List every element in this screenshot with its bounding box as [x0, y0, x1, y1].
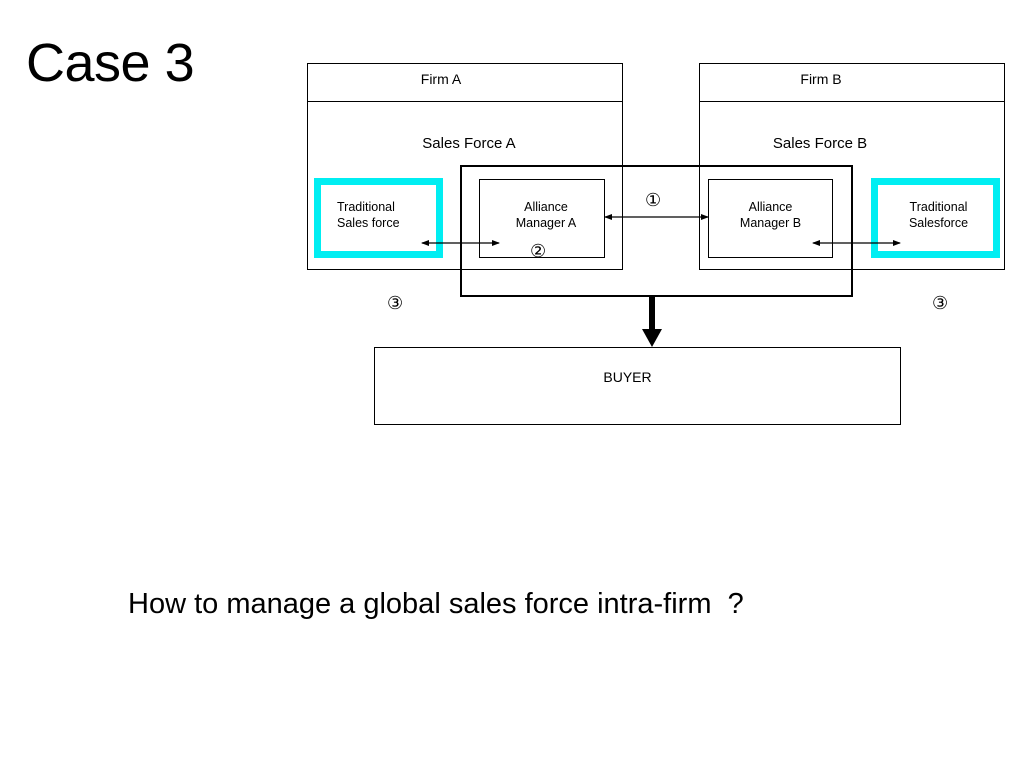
firm-b-name: Firm B: [800, 71, 842, 87]
traditional-salesforce-b: [871, 178, 1000, 258]
arrow-to-buyer: [642, 297, 662, 347]
marker-one: ①: [645, 190, 662, 211]
traditional-b-line2: Salesforce: [908, 216, 969, 230]
sales-force-a-label: Sales Force A: [422, 135, 516, 152]
alliance-manager-b-line2: Manager B: [739, 216, 802, 230]
buyer-box: [374, 347, 901, 425]
marker-three-left: ③: [387, 293, 404, 314]
traditional-a-line1: Traditional: [337, 200, 395, 214]
alliance-manager-a-label: Alliance Manager A: [479, 199, 613, 231]
traditional-b-line1: Traditional: [909, 200, 968, 214]
question-text: How to manage a global sales force intra…: [128, 588, 744, 620]
alliance-manager-b-line1: Alliance: [748, 200, 793, 214]
alliance-manager-a-line1: Alliance: [524, 200, 568, 214]
traditional-sales-force-a: [314, 178, 443, 258]
firm-a-header: [307, 63, 623, 102]
traditional-a-line2: Sales force: [337, 216, 400, 230]
marker-three-right: ③: [932, 293, 949, 314]
traditional-a-label: Traditional Sales force: [337, 199, 400, 231]
firm-b-header: [699, 63, 1005, 102]
marker-two: ②: [530, 241, 547, 262]
alliance-manager-a-line2: Manager A: [515, 216, 577, 230]
traditional-b-label: Traditional Salesforce: [871, 199, 1006, 231]
buyer-label: BUYER: [603, 369, 652, 385]
firm-a-name: Firm A: [420, 71, 462, 87]
slide-title: Case 3: [26, 33, 195, 93]
alliance-manager-b-label: Alliance Manager B: [708, 199, 833, 231]
alliance-frame: [460, 165, 853, 297]
sales-force-b-label: Sales Force B: [772, 135, 868, 152]
